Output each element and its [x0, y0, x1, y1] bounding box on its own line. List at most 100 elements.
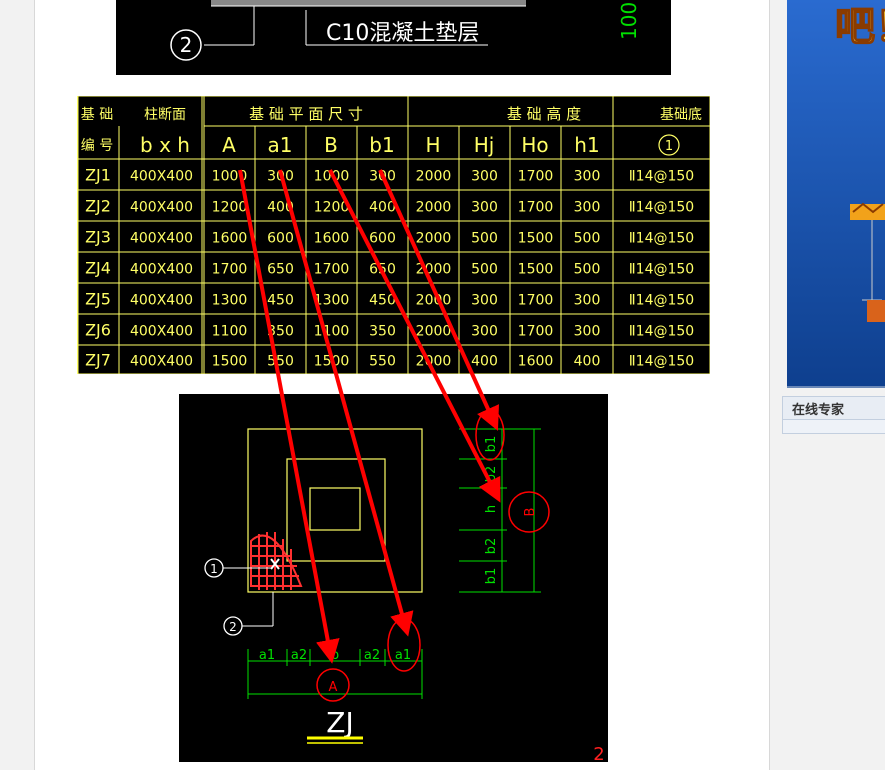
- table-cell-r7-c2: 400X400: [130, 354, 193, 370]
- table-cell-r4-c7: 2000: [416, 262, 452, 278]
- table-svg: 基 础 柱断面 基 础 平 面 尺 寸 基 础 高 度 基础底 编 号 b x …: [77, 96, 710, 374]
- header-foundation: 基 础: [81, 106, 113, 123]
- dim-b1-top: b1: [484, 436, 499, 453]
- foundation-schedule-table: 基 础 柱断面 基 础 平 面 尺 寸 基 础 高 度 基础底 编 号 b x …: [77, 96, 710, 374]
- crane-load: [867, 300, 885, 322]
- table-cell-r7-c9: 1600: [518, 354, 554, 370]
- table-cell-r1-c11: Ⅱ14@150: [629, 169, 694, 185]
- table-cell-r1-c1: ZJ1: [85, 166, 111, 185]
- table-cell-r3-c5: 1600: [314, 231, 350, 247]
- table-cell-r6-c7: 2000: [416, 324, 452, 340]
- table-cell-r6-c11: Ⅱ14@150: [629, 324, 694, 340]
- table-cell-r2-c2: 400X400: [130, 200, 193, 216]
- table-cell-r1-c9: 1700: [518, 169, 554, 185]
- banner-text: 吧！: [835, 4, 885, 50]
- subheader-a1: a1: [268, 133, 293, 157]
- table-cell-r5-c11: Ⅱ14@150: [629, 293, 694, 309]
- dim-b2-bottom: b2: [484, 538, 499, 555]
- table-cell-r3-c11: Ⅱ14@150: [629, 231, 694, 247]
- table-cell-r4-c5: 1700: [314, 262, 350, 278]
- plan-svg: 1 2 a1 a2 b a2 a1 b1 b2 h b2 b1: [204, 409, 605, 762]
- table-cell-r4-c3: 1700: [212, 262, 248, 278]
- table-cell-r1-c7: 2000: [416, 169, 452, 185]
- table-cell-r1-c5: 1000: [314, 169, 350, 185]
- ad-banner[interactable]: 吧！: [787, 0, 885, 388]
- dim-b: b: [331, 648, 339, 663]
- table-cell-r4-c4: 650: [267, 262, 294, 278]
- circle-B: [508, 491, 550, 533]
- corner-number: 2: [593, 744, 604, 762]
- subheader-bxh: b x h: [140, 133, 190, 157]
- table-cell-r2-c11: Ⅱ14@150: [629, 200, 694, 216]
- subheader-B: B: [324, 133, 338, 157]
- table-cell-r6-c9: 1700: [518, 324, 554, 340]
- table-cell-r5-c7: 2000: [416, 293, 452, 309]
- dim-h: h: [484, 505, 499, 513]
- table-cell-r2-c8: 300: [471, 200, 498, 216]
- table-cell-r2-c6: 400: [369, 200, 396, 216]
- table-cell-r7-c8: 400: [471, 354, 498, 370]
- marker-circle: [170, 29, 202, 61]
- table-cell-r2-c1: ZJ2: [85, 197, 111, 216]
- table-cell-r7-c7: 2000: [416, 354, 452, 370]
- table-cell-r6-c1: ZJ6: [85, 321, 111, 340]
- table-cell-r4-c11: Ⅱ14@150: [629, 262, 694, 278]
- dim-b2-top: b2: [484, 466, 499, 483]
- table-cell-r3-c3: 1600: [212, 231, 248, 247]
- table-cell-r7-c4: 550: [267, 354, 294, 370]
- banner-svg: 吧！: [787, 0, 885, 388]
- dim-a1-right: a1: [395, 648, 411, 663]
- circle-A-label: A: [329, 680, 338, 695]
- table-cell-r3-c10: 500: [574, 231, 601, 247]
- table-cell-r7-c5: 1500: [314, 354, 350, 370]
- table-cell-r5-c8: 300: [471, 293, 498, 309]
- table-cell-r6-c2: 400X400: [130, 324, 193, 340]
- table-cell-r3-c2: 400X400: [130, 231, 193, 247]
- table-cell-r1-c10: 300: [574, 169, 601, 185]
- circle-B-label: B: [523, 508, 538, 517]
- dim-a1-left: a1: [259, 648, 275, 663]
- foundation-plan-drawing: 1 2 a1 a2 b a2 a1 b1 b2 h b2 b1: [179, 394, 608, 762]
- hatch-strip: [211, 0, 526, 6]
- table-cell-r1-c8: 300: [471, 169, 498, 185]
- column: [309, 487, 361, 531]
- marker-number: 2: [180, 33, 193, 57]
- table-cell-r6-c6: 350: [369, 324, 396, 340]
- table-cell-r5-c5: 1300: [314, 293, 350, 309]
- table-cell-r6-c3: 1100: [212, 324, 248, 340]
- table-cell-r7-c1: ZJ7: [85, 351, 111, 370]
- table-cell-r3-c7: 2000: [416, 231, 452, 247]
- table-cell-r5-c4: 450: [267, 293, 294, 309]
- table-cell-r5-c1: ZJ5: [85, 290, 111, 309]
- header-plan-size: 基 础 平 面 尺 寸: [249, 105, 363, 123]
- table-cell-r3-c8: 500: [471, 231, 498, 247]
- header-column-section: 柱断面: [144, 107, 186, 123]
- table-cell-r5-c2: 400X400: [130, 293, 193, 309]
- table-cell-r5-c9: 1700: [518, 293, 554, 309]
- dim-a2-left: a2: [291, 648, 307, 663]
- subheader-A: A: [222, 133, 236, 157]
- concrete-pad-drawing: 2 C10混凝土垫层 100: [116, 0, 671, 75]
- table-cell-r2-c10: 300: [574, 200, 601, 216]
- table-cell-r6-c4: 350: [267, 324, 294, 340]
- table-cell-r5-c10: 300: [574, 293, 601, 309]
- table-cell-r4-c10: 500: [574, 262, 601, 278]
- table-cell-r2-c4: 400: [267, 200, 294, 216]
- table-cell-r1-c3: 1000: [212, 169, 248, 185]
- table-cell-r3-c4: 600: [267, 231, 294, 247]
- highlight-a1: [387, 618, 421, 672]
- table-cell-r1-c6: 300: [369, 169, 396, 185]
- table-cell-r6-c10: 300: [574, 324, 601, 340]
- table-cell-r5-c3: 1300: [212, 293, 248, 309]
- subheader-b1: b1: [369, 133, 394, 157]
- subheader-number: 编 号: [81, 138, 113, 154]
- table-cell-r7-c6: 550: [369, 354, 396, 370]
- pad-label: C10混凝土垫层: [326, 21, 479, 46]
- middle-step: [286, 458, 386, 562]
- table-cell-r6-c5: 1100: [314, 324, 350, 340]
- online-expert-panel: [782, 420, 885, 434]
- subheader-Ho: Ho: [521, 133, 548, 157]
- dim-b1-bottom: b1: [484, 568, 499, 585]
- online-expert-heading: 在线专家: [782, 396, 885, 420]
